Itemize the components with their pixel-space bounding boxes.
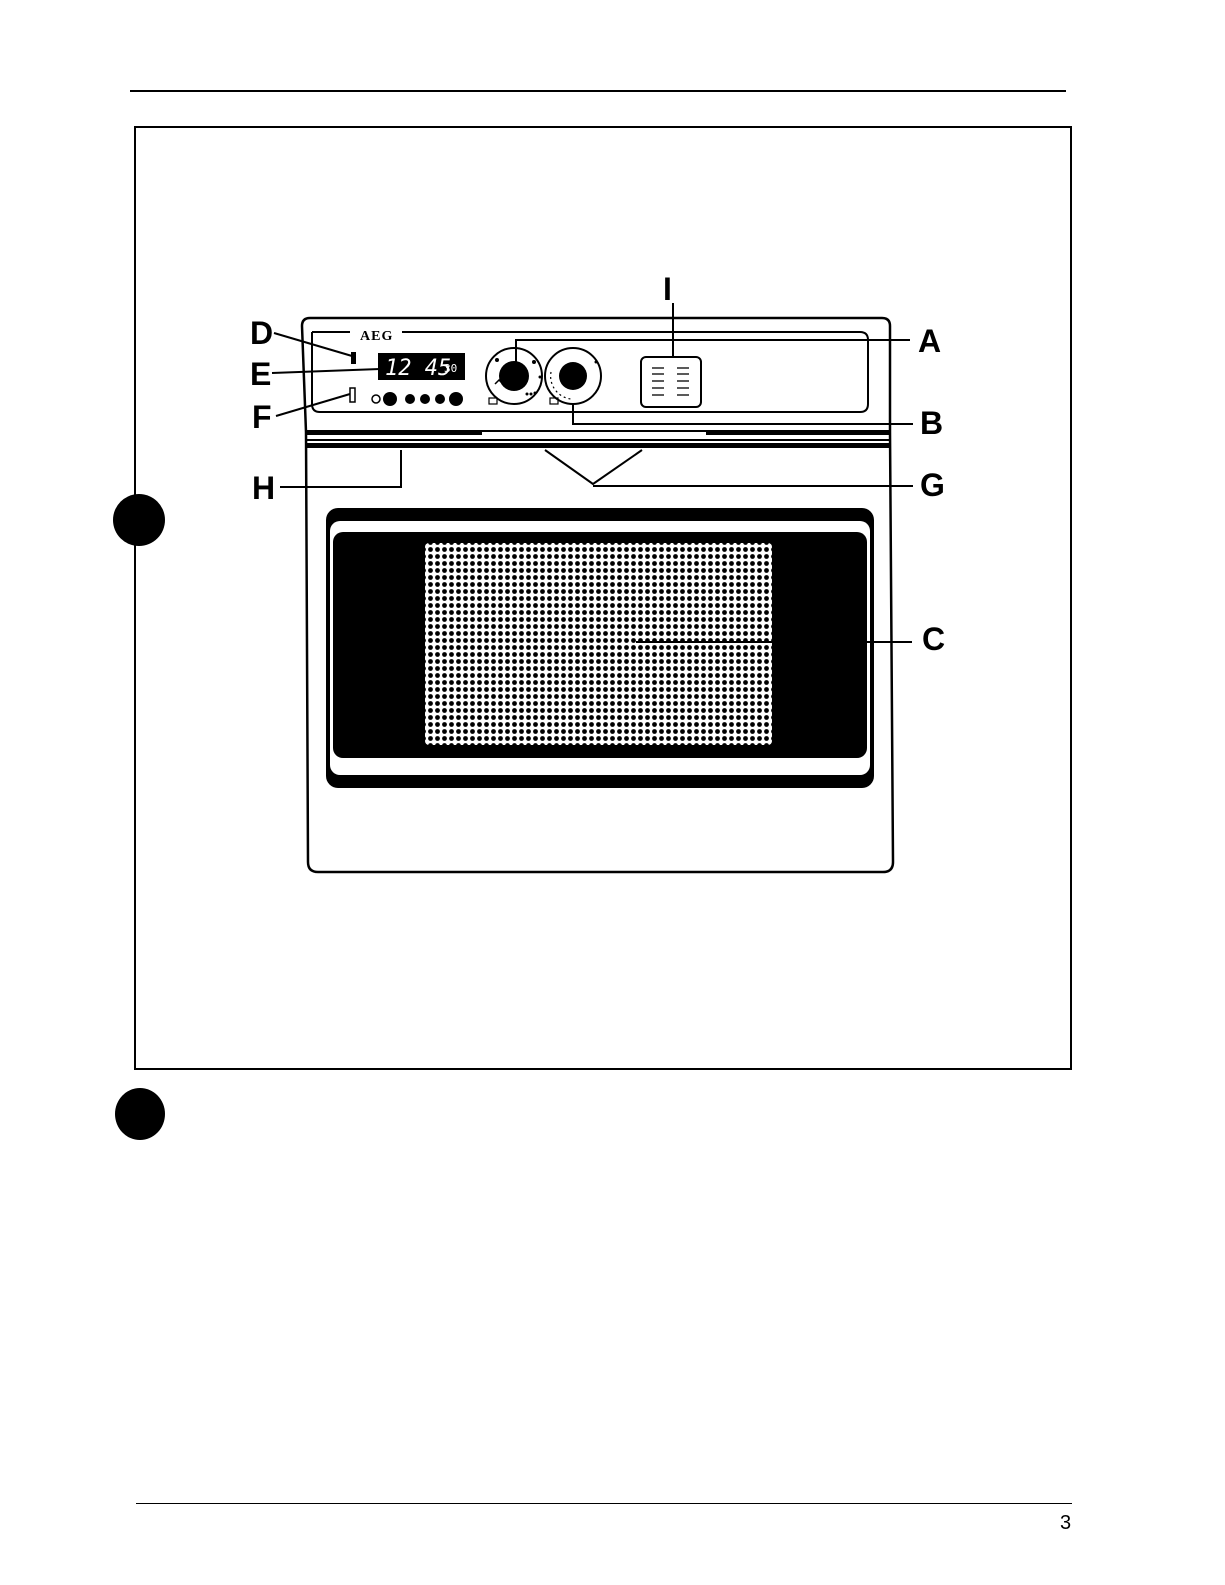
clock-seconds: 30	[444, 362, 457, 375]
instruction-plate	[641, 357, 701, 407]
oven-door	[326, 508, 874, 788]
clock-display: 12 45 30	[378, 353, 465, 381]
temperature-knob	[545, 348, 601, 404]
clock-time: 12 45	[385, 356, 451, 381]
cooling-vent-strip	[306, 430, 890, 448]
callout-b: B	[920, 405, 943, 441]
brand-logo: AEG	[360, 329, 393, 344]
bottom-rule	[136, 1503, 1072, 1504]
callout-f: F	[252, 399, 272, 435]
callout-e: E	[250, 356, 271, 392]
pilot-lamp-d	[351, 352, 356, 364]
door-window-mesh	[425, 543, 772, 745]
callout-i: I	[663, 271, 672, 307]
callout-c: C	[922, 621, 945, 657]
callout-d: D	[250, 315, 273, 351]
page-number: 3	[1060, 1512, 1071, 1535]
callout-h: H	[252, 470, 275, 506]
callout-g: G	[920, 467, 945, 503]
function-selector-knob	[486, 348, 542, 404]
pilot-lamp-f	[350, 388, 355, 402]
callout-a: A	[918, 323, 941, 359]
